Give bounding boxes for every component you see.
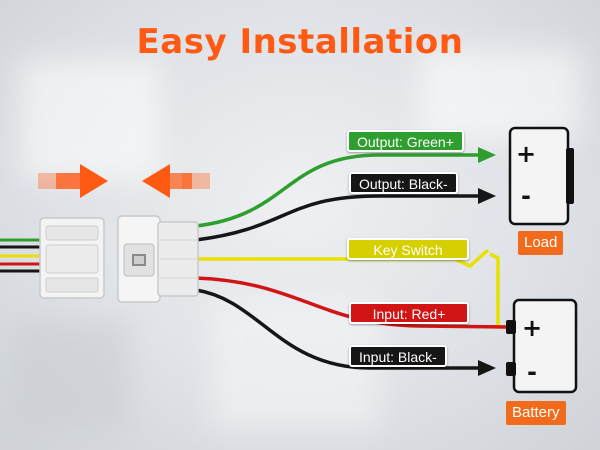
background-blur [20,60,160,180]
load-minus-sign: - [521,182,531,210]
wire-arrowhead-icon [478,147,496,163]
page-title: Easy Installation [136,22,464,62]
battery-device: + - [506,298,578,394]
wire-output-green [195,153,482,228]
push-arrow-right-icon [38,164,108,198]
background-blur [420,50,580,140]
wire-arrowhead-icon [478,360,496,376]
battery-minus-sign: - [527,358,537,386]
wire-output-black [195,194,482,242]
connector-left [39,217,105,299]
battery-plus-sign: + [522,314,542,342]
background-blur [10,320,130,430]
label-output-green: Output: Green+ [347,130,464,152]
wire-arrowhead-icon [478,188,496,204]
left-harness-wires [0,238,44,273]
load-tag: Load [518,231,564,255]
label-key-switch: Key Switch [347,238,469,260]
label-output-black: Output: Black- [349,172,458,194]
connector-right [117,215,199,303]
load-device: + - [508,126,574,226]
load-plus-sign: + [516,140,536,168]
push-arrow-left-icon [142,164,210,198]
label-input-red: Input: Red+ [349,302,469,324]
battery-tag: Battery [506,401,566,425]
label-input-black: Input: Black- [349,345,447,367]
wire-input-red [195,276,509,329]
